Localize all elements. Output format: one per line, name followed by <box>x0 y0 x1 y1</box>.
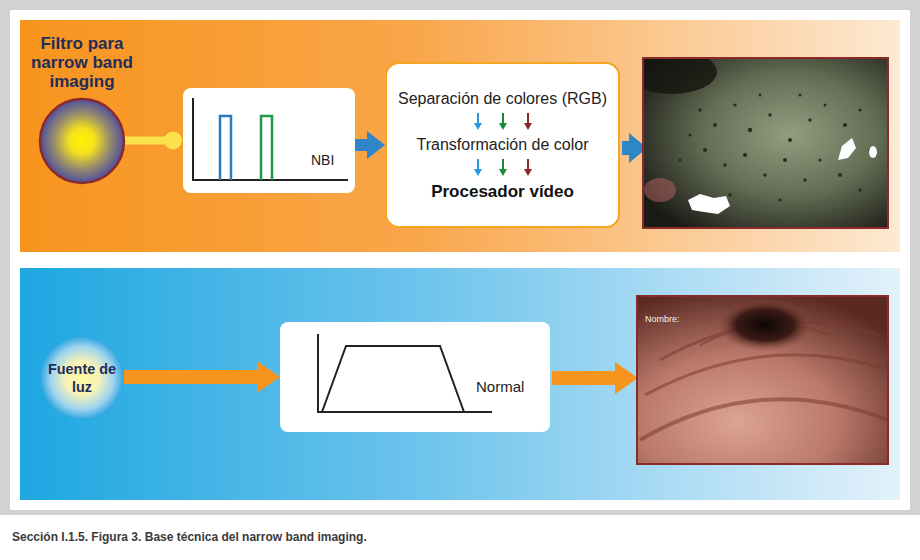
node-text: Separación de colores (RGB) <box>398 89 607 109</box>
green-band <box>261 116 272 180</box>
image-label: Nombre: <box>645 314 680 324</box>
node-text: Normal <box>476 378 524 396</box>
circle-outline <box>38 334 126 422</box>
mucosa <box>637 296 888 464</box>
white-spectrum-chart <box>280 322 550 432</box>
chart-axis <box>318 334 492 412</box>
rgb-arrows <box>458 158 548 178</box>
dark-area <box>643 58 717 94</box>
image-frame <box>643 58 888 228</box>
blue-band <box>220 116 231 180</box>
connector-arrow <box>124 370 257 384</box>
specular-highlight <box>869 146 877 158</box>
circle-shape <box>40 336 124 420</box>
specular-highlight <box>838 138 856 160</box>
nbi-spectrum-chart <box>183 88 355 193</box>
vessel-dots <box>678 93 871 201</box>
block-arrow <box>552 362 638 394</box>
node-text: Filtro para narrow band imaging <box>22 34 142 91</box>
processor-box: Separación de colores (RGB) Transformaci… <box>385 62 620 228</box>
spectrum-box: NBI <box>183 88 355 193</box>
chart-axis <box>193 98 348 180</box>
outer-frame <box>0 0 920 515</box>
filter-circle: Filtro para narrow band imaging <box>22 34 142 185</box>
connector-dot <box>164 132 182 150</box>
light-source-circle: Fuente de luz <box>38 334 126 422</box>
specular-highlight <box>688 194 730 214</box>
nbi-endoscopy-image <box>643 58 888 228</box>
white-light-endoscopy-image <box>637 296 888 464</box>
node-text: Fuente de luz <box>46 360 118 396</box>
normal-band <box>20 268 900 500</box>
figure-caption: Sección I.1.5. Figura 3. Base técnica de… <box>12 530 367 544</box>
red-patch <box>644 178 676 202</box>
node-text: Transformación de color <box>417 135 589 155</box>
rgb-arrows <box>458 112 548 132</box>
broad-spectrum <box>322 346 464 412</box>
circle-outline <box>38 97 126 185</box>
lumen <box>717 299 813 351</box>
nbi-band <box>20 20 900 252</box>
circle-shape <box>40 99 124 183</box>
spectrum-box: Normal <box>280 322 550 432</box>
node-text: NBI <box>311 152 334 169</box>
node-text: Procesador vídeo <box>431 181 574 202</box>
connector-arrow <box>355 139 367 151</box>
image-frame <box>637 296 888 464</box>
panel <box>10 10 910 510</box>
